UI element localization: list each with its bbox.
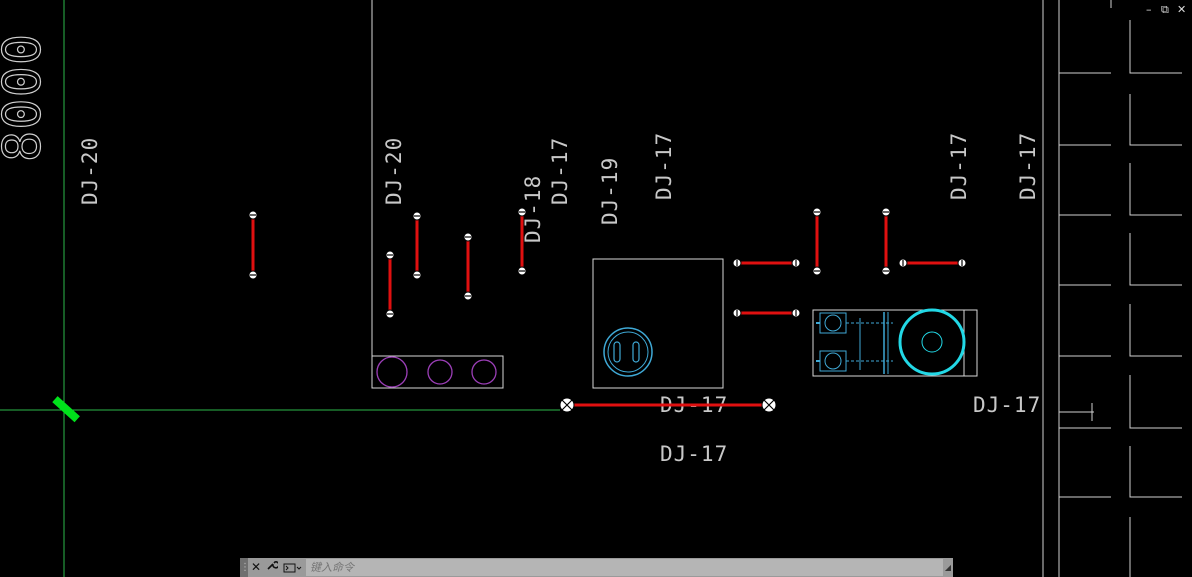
minimize-button[interactable]: –: [1146, 3, 1152, 16]
command-prompt-icon[interactable]: [280, 558, 306, 577]
label-dj19: DJ-19: [598, 157, 622, 225]
label-dj20-left: DJ-20: [78, 137, 102, 205]
dimension-8000: 8000: [0, 32, 54, 162]
svg-text:8000: 8000: [0, 33, 53, 162]
label-dj17-bottom2: DJ-17: [660, 442, 728, 466]
label-dj17-d: DJ-17: [1016, 132, 1040, 200]
resize-corner[interactable]: ◢: [944, 563, 952, 572]
wrench-icon[interactable]: [264, 558, 280, 577]
socket-strip[interactable]: [371, 355, 504, 389]
wire-group[interactable]: [251, 212, 962, 407]
label-dj17-c: DJ-17: [947, 132, 971, 200]
label-dj20-mid: DJ-20: [382, 137, 406, 205]
restore-button[interactable]: ⧉: [1161, 3, 1169, 16]
label-dj17-b: DJ-17: [652, 132, 676, 200]
label-dj17-a: DJ-17: [548, 137, 572, 205]
command-input[interactable]: [306, 559, 943, 576]
command-line-bar: ⋮ ✕ ◢: [240, 558, 953, 577]
close-button[interactable]: ✕: [1177, 3, 1187, 16]
drag-handle[interactable]: ⋮: [240, 558, 250, 577]
equipment-box[interactable]: [592, 258, 724, 389]
right-panel-grid: [1042, 0, 1182, 577]
close-icon[interactable]: ✕: [250, 560, 262, 574]
origin-marker[interactable]: [52, 396, 80, 423]
label-dj17-right: DJ-17: [973, 393, 1041, 417]
pump-symbol[interactable]: [812, 308, 978, 377]
